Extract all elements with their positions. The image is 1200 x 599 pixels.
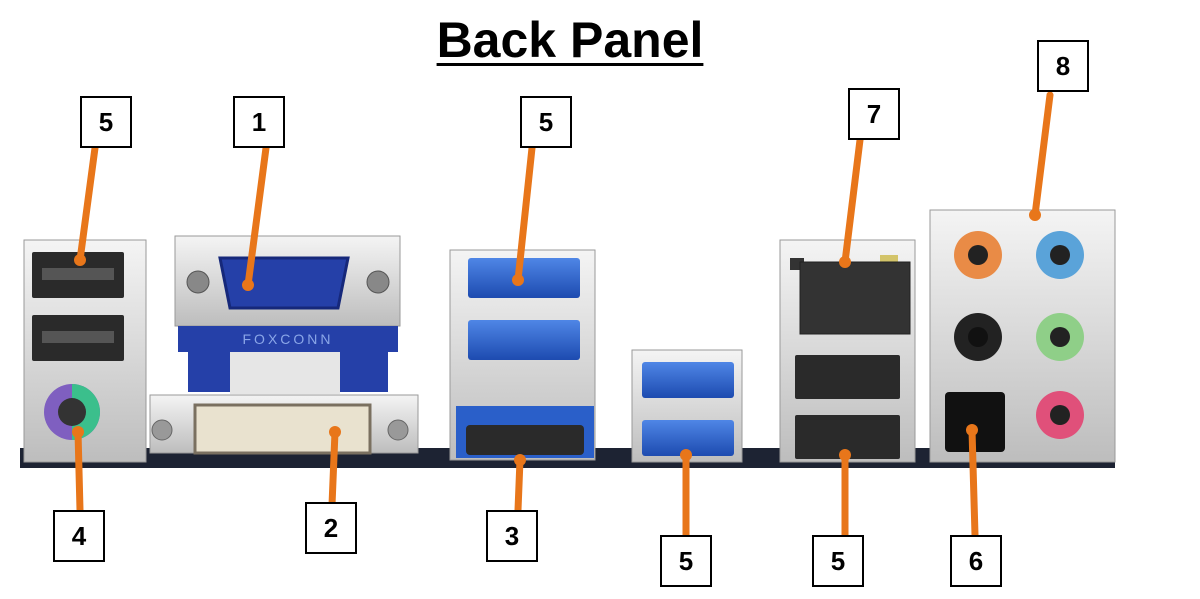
leader-c5b	[514, 144, 536, 284]
leader-c2	[328, 428, 339, 509]
callout-7-lan: 7	[848, 88, 900, 140]
leader-c7	[841, 136, 864, 266]
leader-c3	[514, 456, 524, 514]
usb3-middle-stack	[631, 349, 743, 463]
dvi-port	[193, 403, 372, 455]
callout-5-usb3-top: 5	[520, 96, 572, 148]
callout-3-hdmi: 3	[486, 510, 538, 562]
leader-c4	[74, 428, 84, 514]
lan-port	[799, 261, 911, 335]
leader-c5a	[76, 144, 99, 264]
leader-c1	[244, 144, 270, 289]
optical-port	[945, 392, 1005, 452]
leader-lines	[74, 91, 1054, 539]
vga-port	[218, 256, 350, 310]
callout-4-ps2: 4	[53, 510, 105, 562]
callout-2-dvi: 2	[305, 502, 357, 554]
audio-stack	[929, 209, 1116, 463]
usb-ps2-stack	[23, 239, 147, 463]
callout-5-usb3-middle: 5	[660, 535, 712, 587]
callout-1-vga: 1	[233, 96, 285, 148]
leader-c6	[968, 426, 979, 539]
vga-dvi-stack: FOXCONN	[149, 235, 419, 455]
leader-dots	[72, 209, 1041, 466]
leader-c8	[1031, 91, 1054, 219]
callout-6-optical: 6	[950, 535, 1002, 587]
diagram-title: Back Panel	[436, 12, 704, 68]
hdmi-port	[466, 425, 584, 455]
lan-usb-stack	[779, 239, 916, 463]
callout-5-usb-right: 5	[812, 535, 864, 587]
brand-label: FOXCONN	[243, 331, 334, 347]
callout-8-audio: 8	[1037, 40, 1089, 92]
callout-5-usb-left: 5	[80, 96, 132, 148]
usb3-hdmi-stack	[449, 249, 596, 461]
